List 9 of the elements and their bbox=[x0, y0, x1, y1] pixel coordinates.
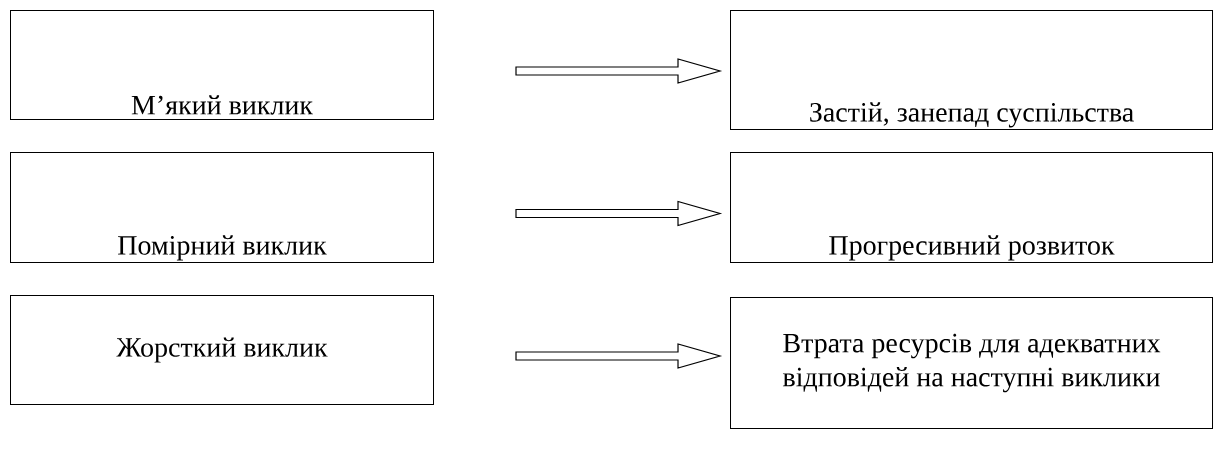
text-box: Втрата ресурсів для адекватних відповідей на наступні виклики bbox=[730, 297, 1213, 429]
text-box: Прогресивний розвиток bbox=[730, 152, 1213, 263]
text-box: Застій, занепад суспільства bbox=[730, 10, 1213, 130]
text-box: М’який виклик bbox=[10, 10, 434, 120]
text-box: Помірний виклик bbox=[10, 152, 434, 263]
text-box: Жорсткий виклик bbox=[10, 295, 434, 405]
hollow-arrow bbox=[515, 58, 723, 84]
hollow-arrow bbox=[515, 343, 723, 369]
hollow-arrow bbox=[515, 200, 723, 227]
